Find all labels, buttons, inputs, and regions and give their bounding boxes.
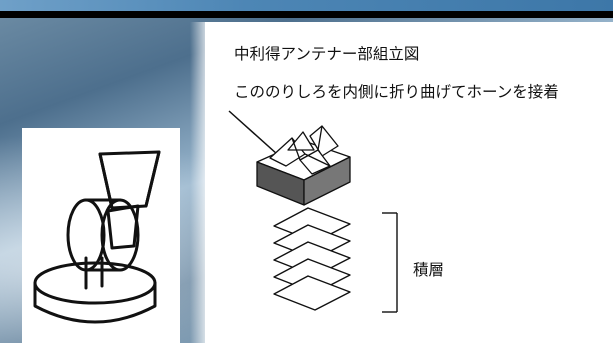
instruction-text: こののりしろを内側に折り曲げてホーンを接着 bbox=[234, 83, 559, 101]
stack-label: 積層 bbox=[413, 261, 445, 279]
page-title: 中利得アンテナー部組立図 bbox=[234, 45, 420, 63]
antenna-sketch-drawing bbox=[33, 150, 161, 324]
top-rule bbox=[0, 11, 613, 18]
antenna-sketch-panel bbox=[22, 128, 180, 343]
stack-bracket bbox=[382, 212, 398, 313]
folded-horn-box bbox=[256, 125, 351, 206]
stacked-layers bbox=[273, 207, 351, 311]
